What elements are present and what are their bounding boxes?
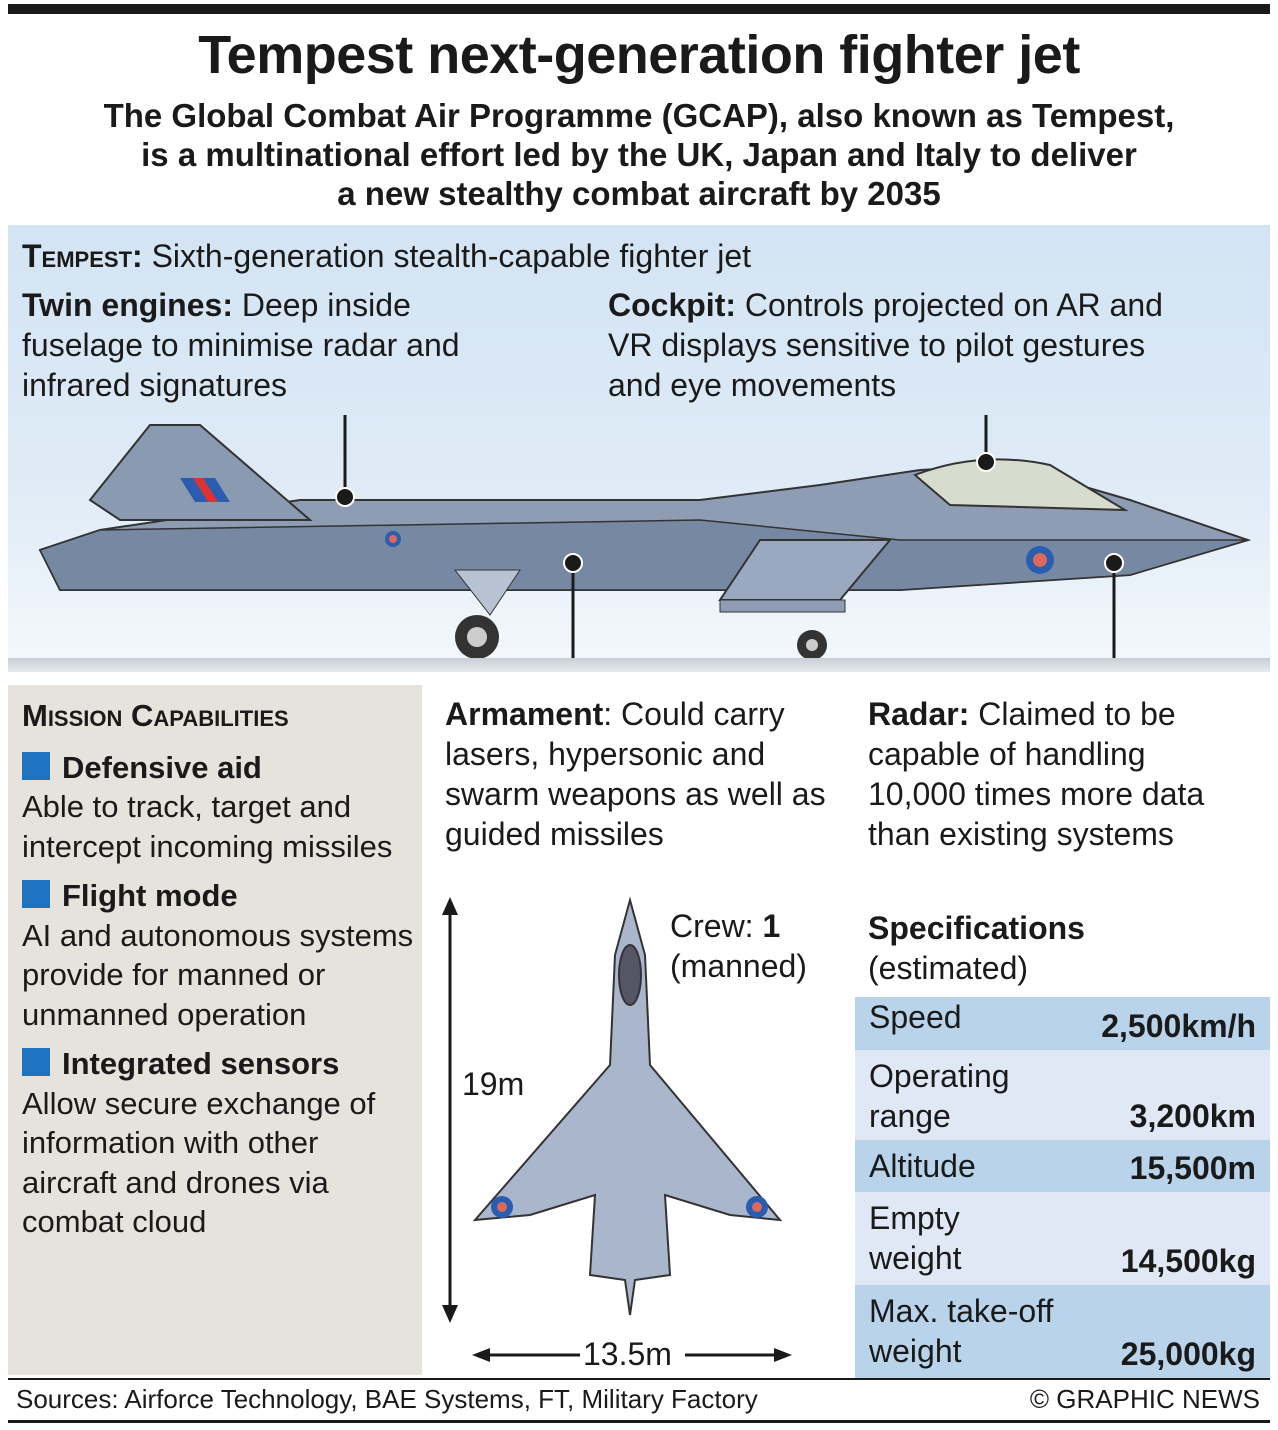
divider — [8, 1378, 1270, 1380]
cockpit-caption: Cockpit: Controls projected on AR and VR… — [608, 287, 1163, 403]
page-title: Tempest next-generation fighter jet — [198, 25, 1080, 85]
jet-side-view — [38, 415, 1252, 670]
jet-top-view — [442, 896, 792, 1362]
mission-panel — [8, 685, 422, 1375]
bullet-square-icon — [22, 751, 50, 780]
tail-fin — [88, 424, 313, 521]
specs-heading: Specifications(estimated) — [868, 910, 1085, 986]
length-label: 19m — [462, 1066, 525, 1102]
armament-caption: Armament: Could carry lasers, hypersonic… — [445, 696, 826, 852]
bullet-square-icon — [22, 880, 50, 908]
top-rule — [8, 4, 1270, 14]
subtitle-line: a new stealthy combat aircraft by 2035 — [337, 175, 941, 212]
credit: © GRAPHIC NEWS — [1029, 1384, 1260, 1414]
mission-heading: Mission Capabilities — [22, 698, 289, 733]
cockpit-canopy — [913, 458, 1129, 512]
subtitle-line: is a multinational effort led by the UK,… — [141, 136, 1137, 173]
crew-info: Crew: 1(manned) — [670, 908, 807, 984]
radar-caption: Radar: Claimed to be capable of handling… — [868, 696, 1205, 852]
subtitle-line: The Global Combat Air Programme (GCAP), … — [103, 97, 1175, 134]
sources: Sources: Airforce Technology, BAE System… — [16, 1384, 758, 1414]
tempest-caption: Tempest: Sixth-generation stealth-capabl… — [22, 238, 752, 274]
span-label: 13.5m — [583, 1336, 672, 1372]
bullet-square-icon — [22, 1048, 50, 1076]
engines-caption: Twin engines: Deep inside fuselage to mi… — [22, 287, 460, 403]
subtitle: The Global Combat Air Programme (GCAP), … — [0, 96, 1278, 213]
ground-line — [8, 658, 1270, 672]
bottom-rule — [8, 1420, 1270, 1423]
